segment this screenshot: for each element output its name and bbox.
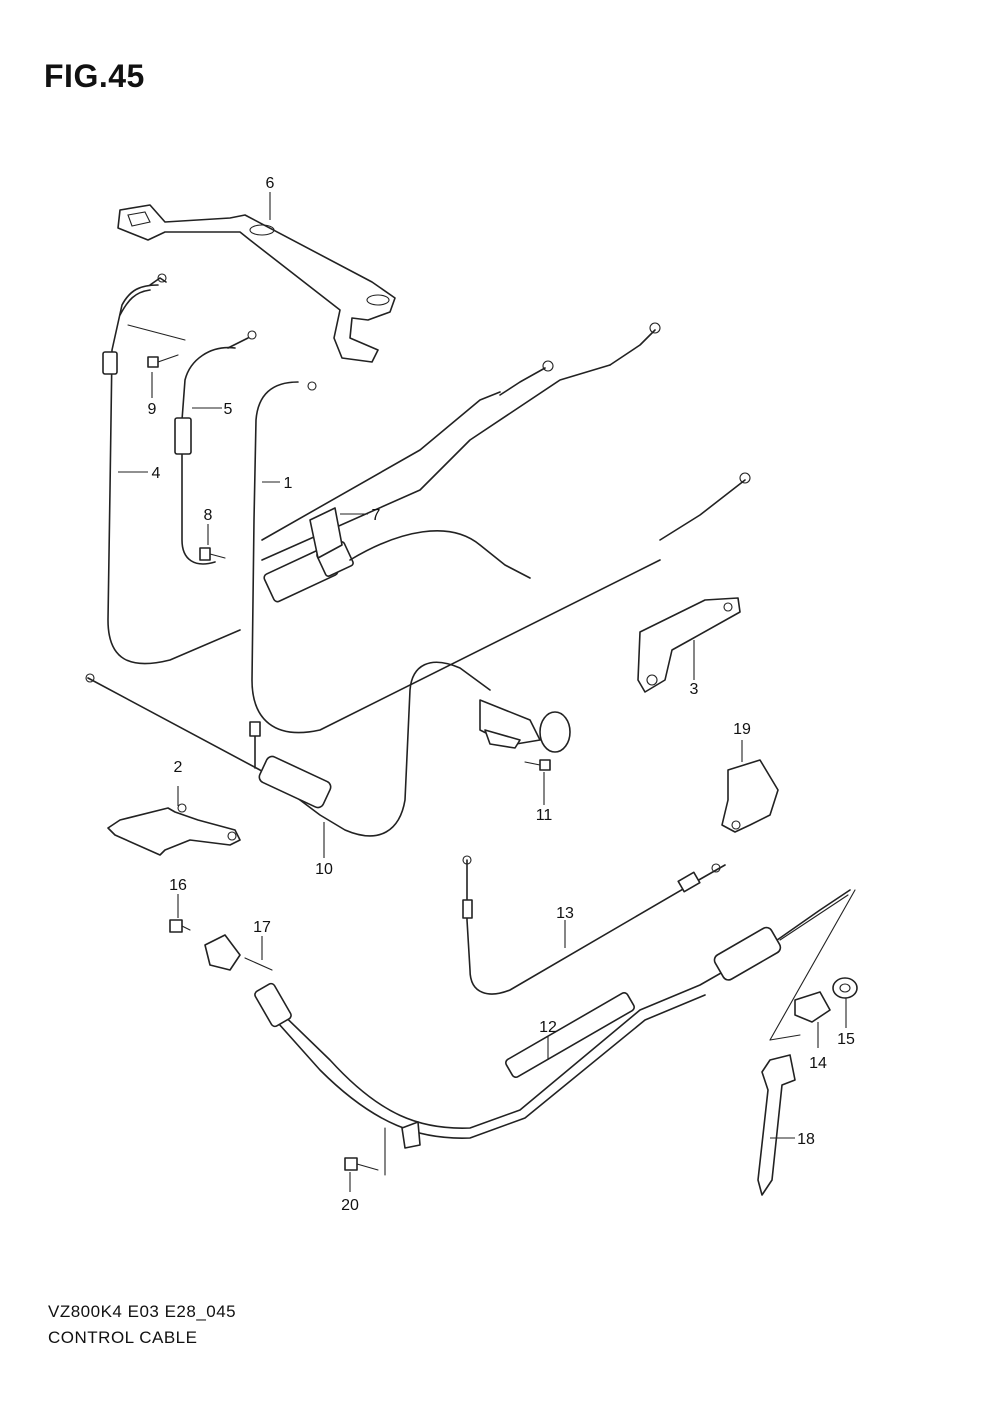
callout-5: 5 <box>224 401 233 418</box>
callout-1: 1 <box>284 475 293 492</box>
callout-6: 6 <box>266 175 275 192</box>
choke-knob <box>479 699 571 771</box>
callout-17: 17 <box>253 919 271 936</box>
callout-11: 11 <box>536 807 553 824</box>
figure-title: FIG.45 <box>44 58 145 94</box>
leader-lines <box>118 192 847 1192</box>
callout-9: 9 <box>148 401 157 418</box>
part-6-bracket <box>117 204 396 363</box>
figure-caption: CONTROL CABLE <box>48 1328 198 1347</box>
part-5-cable <box>174 330 257 565</box>
part-4-throttle-cable <box>102 273 241 665</box>
part-16-bolt <box>169 919 191 933</box>
callout-3: 3 <box>690 681 699 698</box>
part-14-cover <box>794 991 831 1023</box>
callout-10: 10 <box>315 861 333 878</box>
part-12-clutch-cable <box>261 889 856 1139</box>
callout-13: 13 <box>556 905 574 922</box>
callout-12: 12 <box>539 1019 557 1036</box>
callout-16: 16 <box>169 877 187 894</box>
callout-7: 7 <box>372 507 381 524</box>
callout-20: 20 <box>341 1197 359 1214</box>
part-2-bracket <box>107 803 241 856</box>
callout-2: 2 <box>174 759 183 776</box>
model-code: VZ800K4 E03 E28_045 <box>48 1302 237 1321</box>
part-20-bolt <box>344 1121 421 1176</box>
callout-14: 14 <box>809 1055 827 1072</box>
part-9-screw <box>127 324 186 368</box>
part-7-clamp <box>309 507 343 559</box>
callout-18: 18 <box>797 1131 815 1148</box>
part-3-bracket <box>637 597 741 693</box>
part-19-bracket <box>721 759 779 833</box>
part-18-cable-tie <box>757 1054 796 1196</box>
callout-15: 15 <box>837 1031 855 1048</box>
part-13-cable <box>462 855 726 995</box>
callout-19: 19 <box>733 721 751 738</box>
part-15-nut <box>832 977 858 999</box>
part-10-choke-cable <box>85 661 491 837</box>
callout-8: 8 <box>204 507 213 524</box>
part-8-bolt <box>199 547 226 561</box>
part-17-clip <box>204 934 292 1028</box>
callouts: 6 1 2 3 4 5 7 8 9 10 11 12 13 14 15 16 1… <box>148 175 855 1214</box>
callout-4: 4 <box>152 465 161 482</box>
